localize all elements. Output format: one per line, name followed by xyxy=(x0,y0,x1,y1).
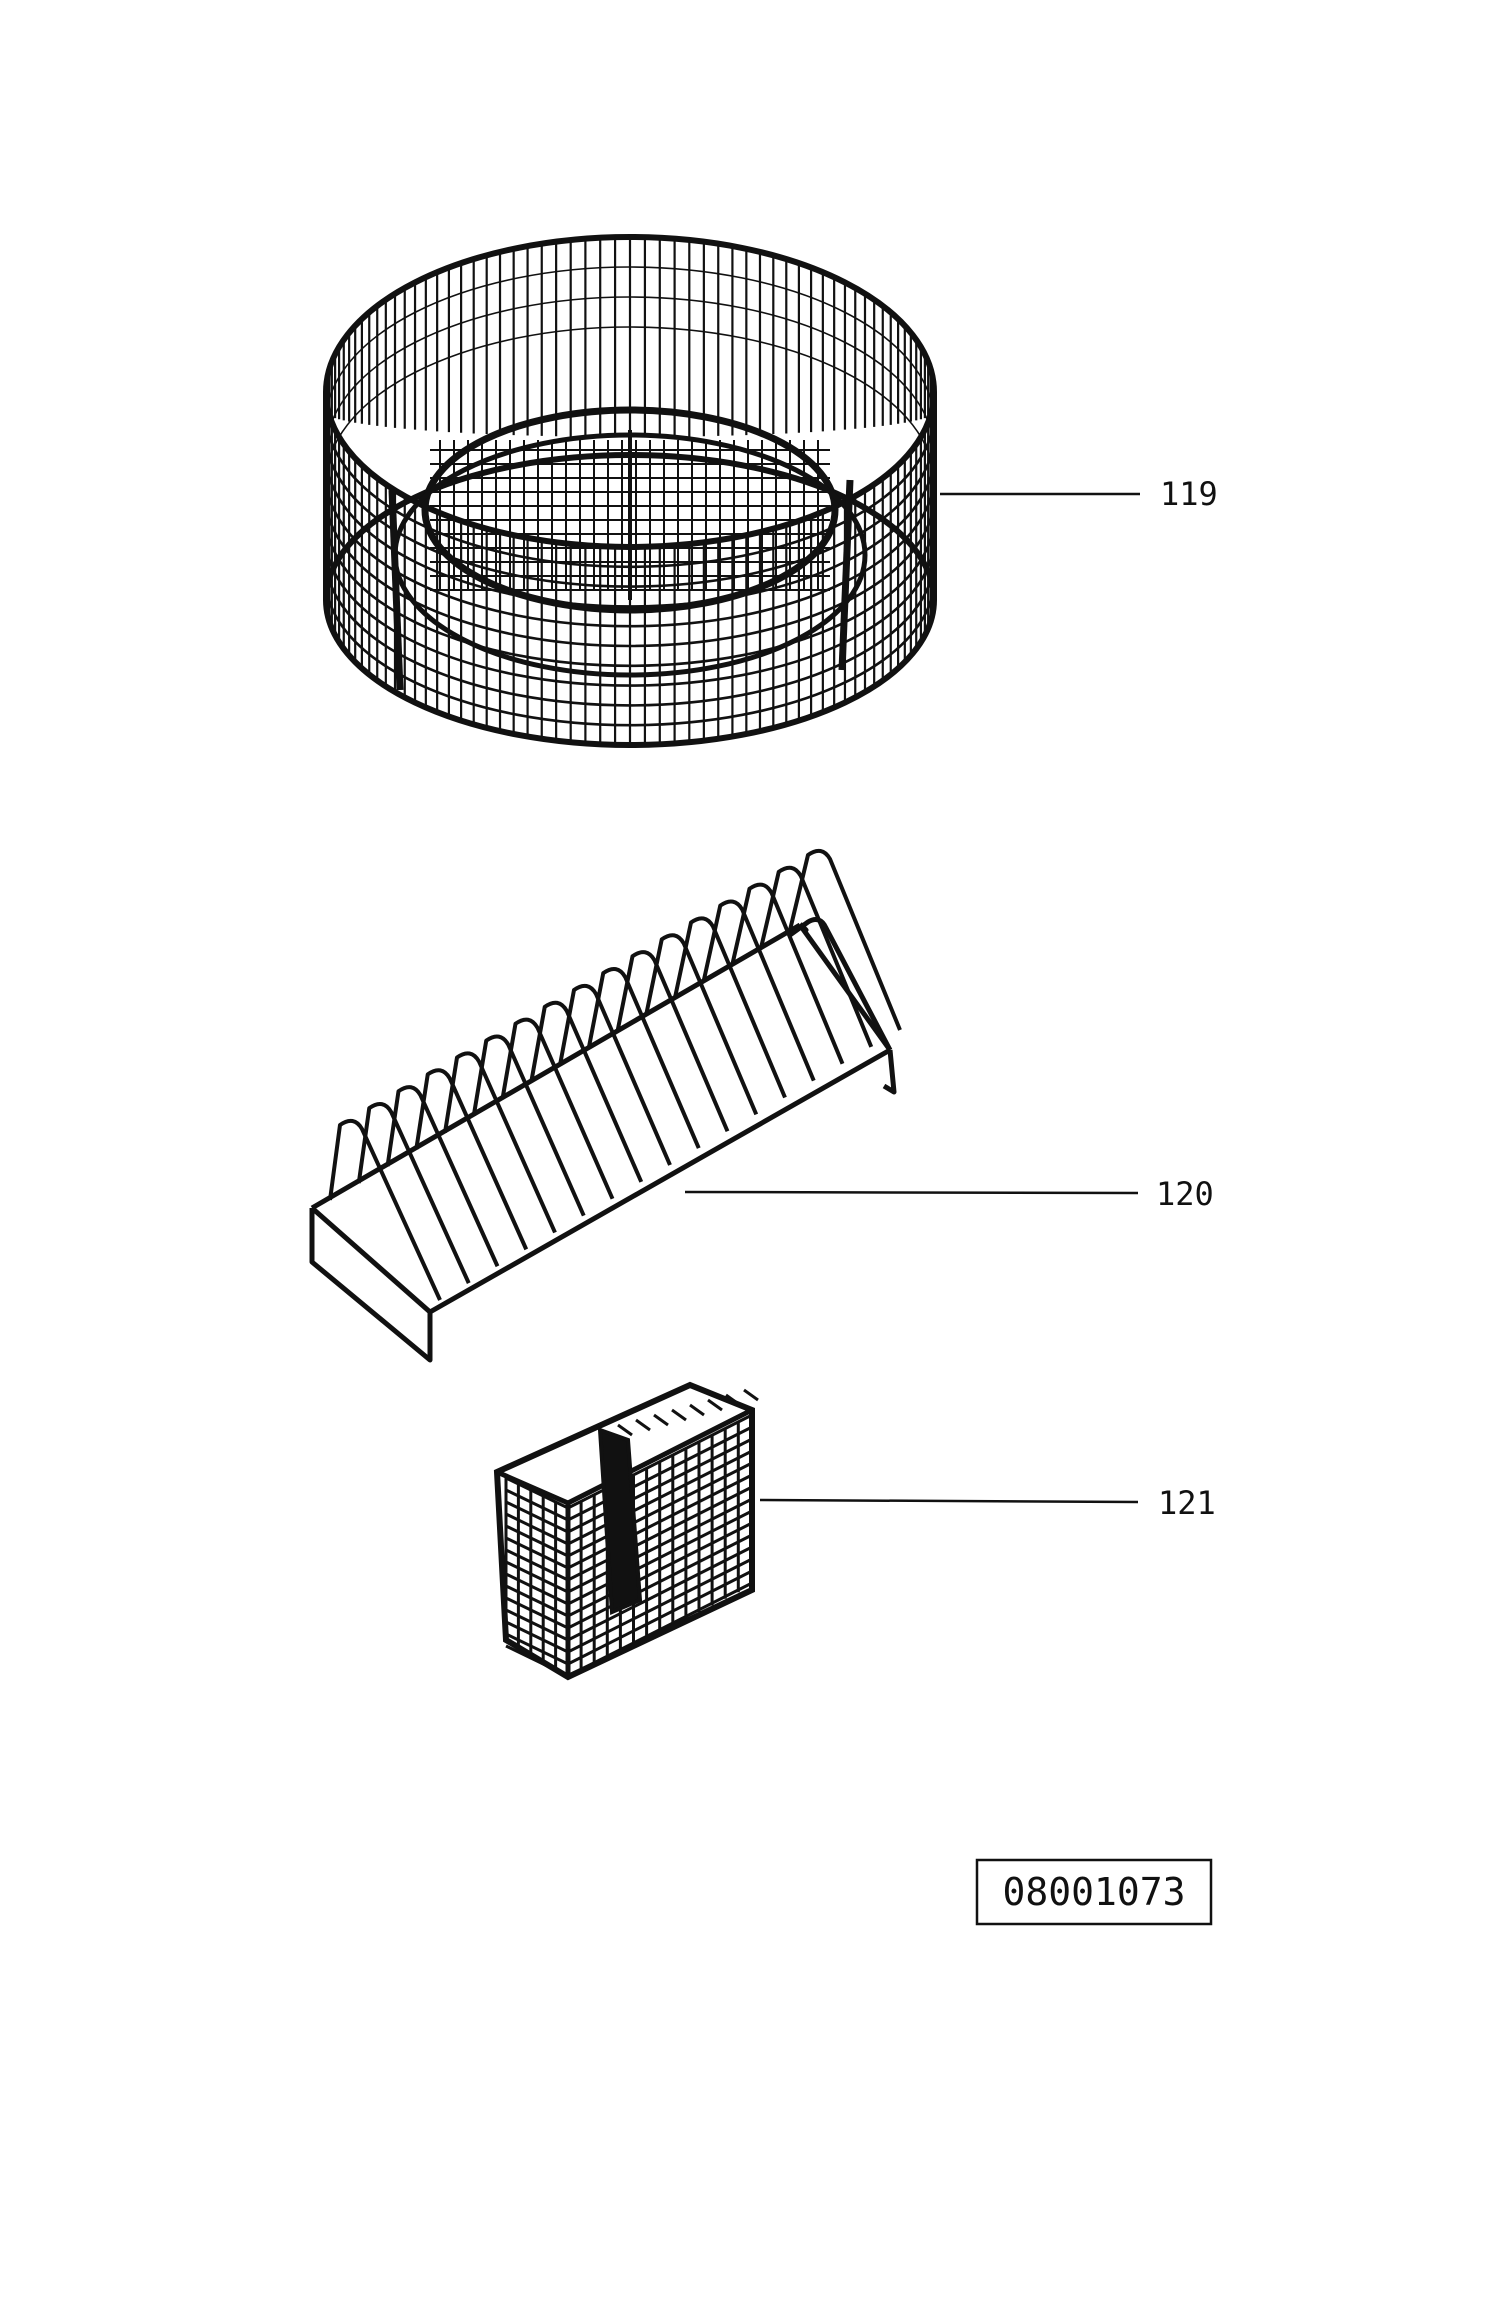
document-number: 08001073 xyxy=(1002,1870,1185,1914)
callout-labels: 119 120 121 xyxy=(1156,475,1218,1522)
document-number-box: 08001073 xyxy=(975,1858,1213,1926)
callout-label-119: 119 xyxy=(1160,475,1218,513)
cutlery-basket-illustration xyxy=(493,1381,759,1681)
round-basket-illustration xyxy=(323,234,937,748)
plate-rack-illustration xyxy=(309,848,902,1363)
leader-line-120 xyxy=(684,1190,1139,1195)
callout-label-121: 121 xyxy=(1158,1484,1216,1522)
leader-line-121 xyxy=(759,1498,1139,1504)
callout-leaders xyxy=(684,492,1140,1504)
callout-label-120: 120 xyxy=(1156,1175,1214,1213)
